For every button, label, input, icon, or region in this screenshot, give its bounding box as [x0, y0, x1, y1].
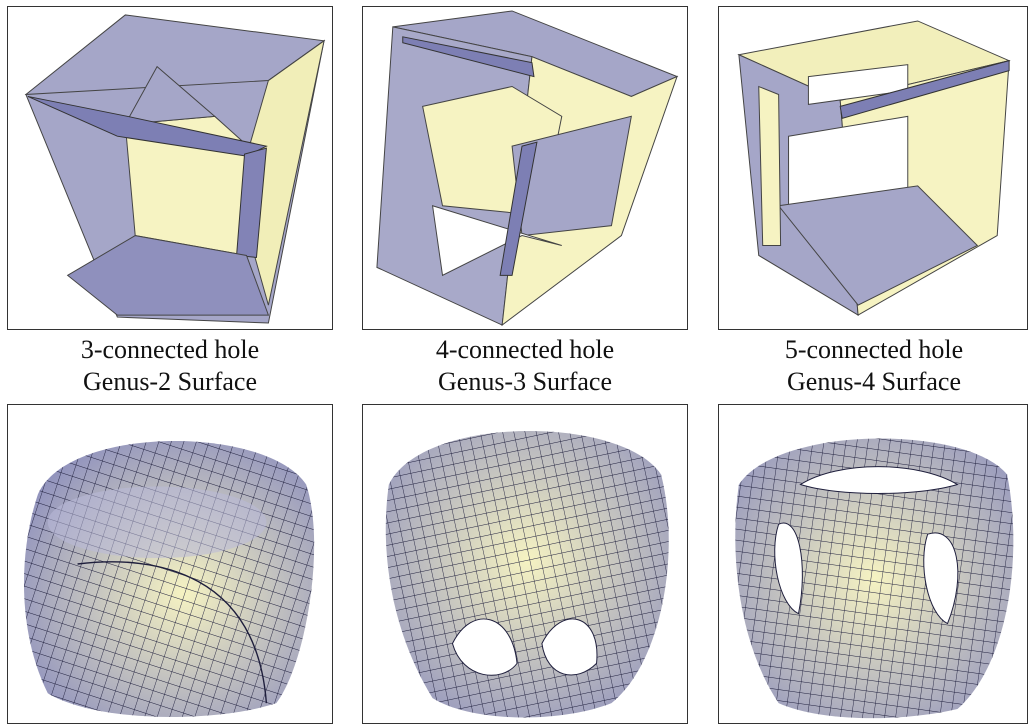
- caption-col1: 3-connected hole Genus-2 Surface: [10, 334, 330, 398]
- caption-col3: 5-connected hole Genus-4 Surface: [714, 334, 1034, 398]
- panel-genus4-surface: [718, 404, 1028, 724]
- panel-genus2-polyhedron: [7, 6, 333, 330]
- caption-surface-col2: Genus-3 Surface: [438, 367, 612, 396]
- genus2-cube-frame-icon: [24, 14, 326, 324]
- caption-hole-col1: 3-connected hole: [80, 335, 260, 364]
- genus4-cube-frame-icon: [737, 20, 1011, 316]
- genus2-smooth-surface-icon: [23, 440, 315, 717]
- genus3-smooth-surface-icon: [385, 431, 669, 718]
- caption-surface-col3: Genus-4 Surface: [787, 367, 961, 396]
- panel-genus3-surface: [362, 404, 688, 724]
- caption-surface-col1: Genus-2 Surface: [83, 367, 257, 396]
- caption-hole-col3: 5-connected hole: [784, 335, 964, 364]
- panel-genus3-polyhedron: [362, 6, 688, 330]
- genus4-smooth-surface-icon: [735, 438, 1014, 719]
- caption-col2: 4-connected hole Genus-3 Surface: [365, 334, 685, 398]
- caption-hole-col2: 4-connected hole: [435, 335, 615, 364]
- panel-genus2-surface: [7, 404, 333, 724]
- panel-genus4-polyhedron: [718, 6, 1028, 330]
- genus3-cube-frame-icon: [376, 10, 679, 327]
